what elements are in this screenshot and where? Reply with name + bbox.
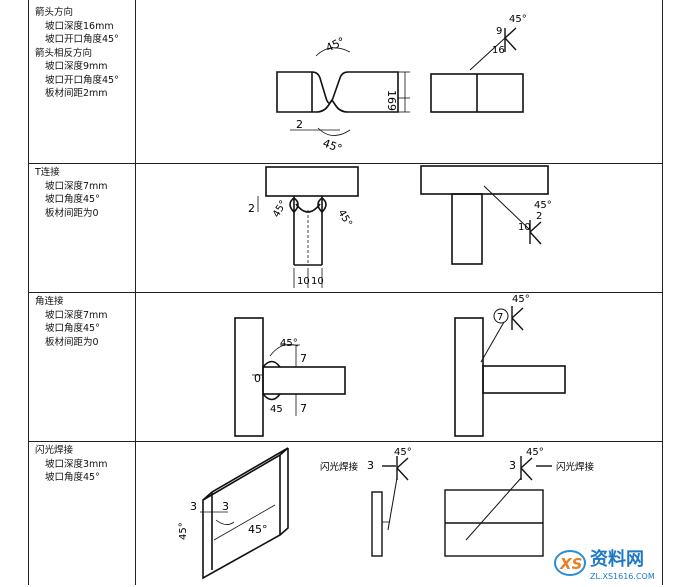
- row1-gap-label: 2: [296, 118, 303, 131]
- row4-dim-b: 3: [222, 500, 229, 513]
- row4-angle-a: 45°: [178, 522, 189, 540]
- watermark-site-name: 资料网: [590, 548, 644, 570]
- row1-sym-depth: 9: [496, 26, 502, 37]
- row4-flash-label-right: 闪光焊接: [556, 461, 595, 473]
- row1-line-2: 坡口深度16mm: [45, 20, 114, 32]
- right-fillet: [317, 196, 327, 214]
- top-angle-arc: [315, 47, 351, 57]
- row1-line-3: 坡口开口角度45°: [45, 34, 119, 45]
- leader-line: [469, 37, 506, 71]
- leader-line: [483, 185, 531, 231]
- row-divider-3: [28, 441, 662, 442]
- row2-gap-label: 2: [248, 202, 255, 215]
- row4-symbol-right: [444, 456, 552, 557]
- row4-symbol-left: [371, 456, 409, 557]
- row2-section-view: [257, 166, 359, 288]
- row2-dim-left: 10: [297, 276, 310, 287]
- row3-line-1: 角连接: [35, 296, 64, 307]
- row4-sym-left-angle: 45°: [394, 447, 412, 458]
- row3-angle-top: 45°: [280, 338, 298, 349]
- row3-sym-depth: 7: [497, 312, 503, 323]
- flange-outline: [420, 165, 549, 195]
- row4-dim-a: 3: [190, 500, 197, 513]
- row3-section-view: [234, 317, 346, 437]
- row1-depth-a-label: 16: [385, 90, 398, 104]
- row3-angle-bottom: 45: [270, 404, 283, 415]
- row4-line-1: 闪光焊接: [35, 445, 74, 456]
- row2-line-2: 坡口深度7mm: [45, 180, 108, 192]
- row1-line-1: 箭头方向: [35, 7, 74, 18]
- row2-line-4: 板材间距为0: [45, 207, 99, 219]
- row4-line-3: 坡口角度45°: [45, 472, 100, 483]
- row4-sym-right-angle: 45°: [526, 447, 544, 458]
- row4-sym-right-depth: 3: [509, 459, 516, 472]
- flash-bar-outline: [371, 491, 383, 557]
- row2-sym-depth: 2: [536, 211, 542, 222]
- row2-sym-size: 10: [518, 222, 531, 233]
- row2-line-1: T连接: [35, 167, 60, 178]
- row1-sym-angle: 45°: [509, 14, 527, 25]
- row1-line-4: 箭头相反方向: [35, 47, 93, 59]
- row1-line-5: 坡口深度9mm: [45, 61, 108, 72]
- row3-depth-bottom: 7: [300, 402, 307, 415]
- row-divider-1: [28, 163, 662, 164]
- row4-angle-b: 45°: [248, 523, 268, 536]
- row4-flash-label-left: 闪光焊接: [320, 461, 359, 473]
- row4-description: 闪光焊接 坡口深度3mm 坡口角度45°: [35, 444, 135, 485]
- web-plate: [293, 196, 323, 266]
- watermark-logo-ring: [554, 550, 586, 576]
- row2-description: T连接 坡口深度7mm 坡口角度45° 板材间距为0: [35, 166, 135, 220]
- row1-description: 箭头方向 坡口深度16mm 坡口开口角度45° 箭头相反方向 坡口深度9mm 坡…: [35, 6, 135, 101]
- row4-sym-left-depth: 3: [367, 459, 374, 472]
- all-around-circle: [493, 308, 509, 324]
- row-divider-2: [28, 292, 662, 293]
- site-watermark: XS 资料网 ZL.XS1616.COM: [552, 543, 672, 583]
- iso-plate-side: [279, 448, 289, 536]
- groove-symbol: [504, 27, 517, 51]
- left-fillet: [289, 196, 299, 214]
- row3-gap: 0: [254, 372, 261, 385]
- flange-plate: [265, 166, 359, 197]
- row1-section-view: [276, 47, 410, 136]
- row3-symbol-view: [454, 306, 566, 437]
- iso-plate-front: [202, 453, 281, 580]
- horizontal-plate-outline: [482, 365, 566, 394]
- row1-depth-b-label: 9: [385, 104, 398, 111]
- row3-line-3: 坡口角度45°: [45, 323, 100, 334]
- row2-dim-right: 10: [311, 276, 324, 287]
- row3-sym-angle: 45°: [512, 294, 530, 305]
- row1-symbol-view: [430, 27, 524, 113]
- watermark-logo-text: XS: [559, 555, 582, 573]
- iso-plate-top: [202, 447, 289, 501]
- row1-sym-depth-bottom: 16: [492, 45, 505, 56]
- row2-line-3: 坡口角度45°: [45, 194, 100, 205]
- web-outline: [451, 193, 483, 265]
- row1-line-7: 板材间距2mm: [45, 88, 108, 99]
- row2-symbol-view: [420, 165, 549, 265]
- row2-sym-angle: 45°: [534, 200, 552, 211]
- butt-joint-profile: [276, 71, 399, 113]
- leader-line: [480, 321, 505, 363]
- row1-line-6: 坡口开口角度45°: [45, 74, 119, 86]
- groove-symbol: [511, 307, 524, 331]
- watermark-site-url: ZL.XS1616.COM: [590, 572, 655, 581]
- row3-line-4: 板材间距为0: [45, 336, 99, 348]
- groove-symbol: [529, 221, 542, 245]
- row1-angle-bottom-label: 45°: [321, 137, 344, 156]
- row3-depth: 7: [300, 352, 307, 365]
- row4-line-2: 坡口深度3mm: [45, 458, 108, 470]
- table-right-border: [662, 0, 663, 585]
- row4-isometric-view: [200, 447, 289, 580]
- top-fillet: [262, 360, 281, 368]
- row3-line-2: 坡口深度7mm: [45, 309, 108, 321]
- horizontal-plate: [262, 366, 346, 395]
- row3-description: 角连接 坡口深度7mm 坡口角度45° 板材间距为0: [35, 295, 135, 349]
- bottom-fillet: [262, 393, 281, 401]
